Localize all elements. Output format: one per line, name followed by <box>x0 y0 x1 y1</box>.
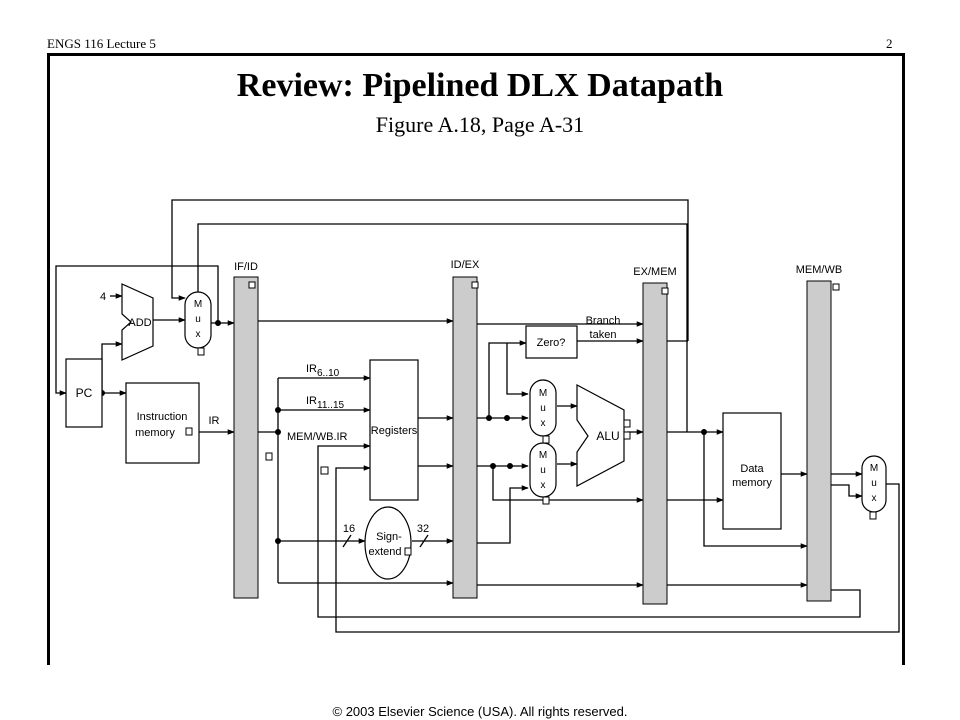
data-memory-block <box>722 412 782 530</box>
slide-title: Review: Pipelined DLX Datapath <box>236 67 724 104</box>
id-ex-label: ID/EX <box>451 259 480 271</box>
mux-letter: x <box>872 493 877 504</box>
mem-wb-label: MEM/WB <box>796 264 842 276</box>
zero-test-block <box>525 325 578 359</box>
mux-letter: x <box>196 329 201 340</box>
sign-extend-label-line1: Sign- <box>376 531 402 543</box>
branch-taken-label-line1: Branch <box>586 315 621 327</box>
mem-wb-ir-label: MEM/WB.IR <box>287 431 348 443</box>
page-number: 2 <box>886 36 893 51</box>
mux-letter: u <box>540 403 546 414</box>
ir-6-10-label: IR6..10 <box>306 363 340 379</box>
id-ex-register <box>452 276 478 599</box>
sign-extend-label-line2: extend <box>368 546 401 558</box>
mux-letter: u <box>540 465 546 476</box>
bits-16-label: 16 <box>343 523 355 535</box>
if-id-register <box>233 276 259 599</box>
ir-11-15-label: IR11..15 <box>306 395 344 411</box>
mux-letter: M <box>870 463 878 474</box>
instruction-memory-label-line2: memory <box>135 427 175 439</box>
branch-taken-label-line2: taken <box>590 329 617 341</box>
zero-test-label: Zero? <box>537 337 566 349</box>
if-id-label: IF/ID <box>234 261 258 273</box>
slide-frame <box>47 53 905 665</box>
pc-label: PC <box>76 386 93 400</box>
instruction-memory-block <box>125 382 200 464</box>
mem-wb-register <box>806 280 832 602</box>
slide-subtitle: Figure A.18, Page A-31 <box>375 112 585 137</box>
pc-block <box>65 358 103 428</box>
const-four-label: 4 <box>100 291 106 303</box>
mux-letter: M <box>539 450 547 461</box>
mux-letter: x <box>541 480 546 491</box>
registers-block <box>369 359 419 501</box>
wire-junctions <box>99 320 707 544</box>
ex-mem-register <box>642 282 668 605</box>
ex-mem-label: EX/MEM <box>633 266 676 278</box>
copyright-notice: © 2003 Elsevier Science (USA). All right… <box>332 704 628 719</box>
mux-letter: M <box>539 388 547 399</box>
instruction-memory-label-line1: Instruction <box>137 411 188 423</box>
course-header: ENGS 116 Lecture 5 <box>47 36 156 51</box>
sign-extend-block <box>364 506 412 580</box>
alu-block <box>576 384 625 487</box>
mux-letter: M <box>194 299 202 310</box>
data-memory-label-line1: Data <box>740 463 764 475</box>
data-memory-label-line2: memory <box>732 477 772 489</box>
ir-label: IR <box>209 415 220 427</box>
mux-letter: u <box>871 478 877 489</box>
mux-letter: u <box>195 314 201 325</box>
add-block <box>121 283 154 361</box>
bits-32-label: 32 <box>417 523 429 535</box>
registers-label: Registers <box>371 425 418 437</box>
mux-letter: x <box>541 418 546 429</box>
alu-label: ALU <box>596 429 619 443</box>
add-label: ADD <box>128 317 151 329</box>
